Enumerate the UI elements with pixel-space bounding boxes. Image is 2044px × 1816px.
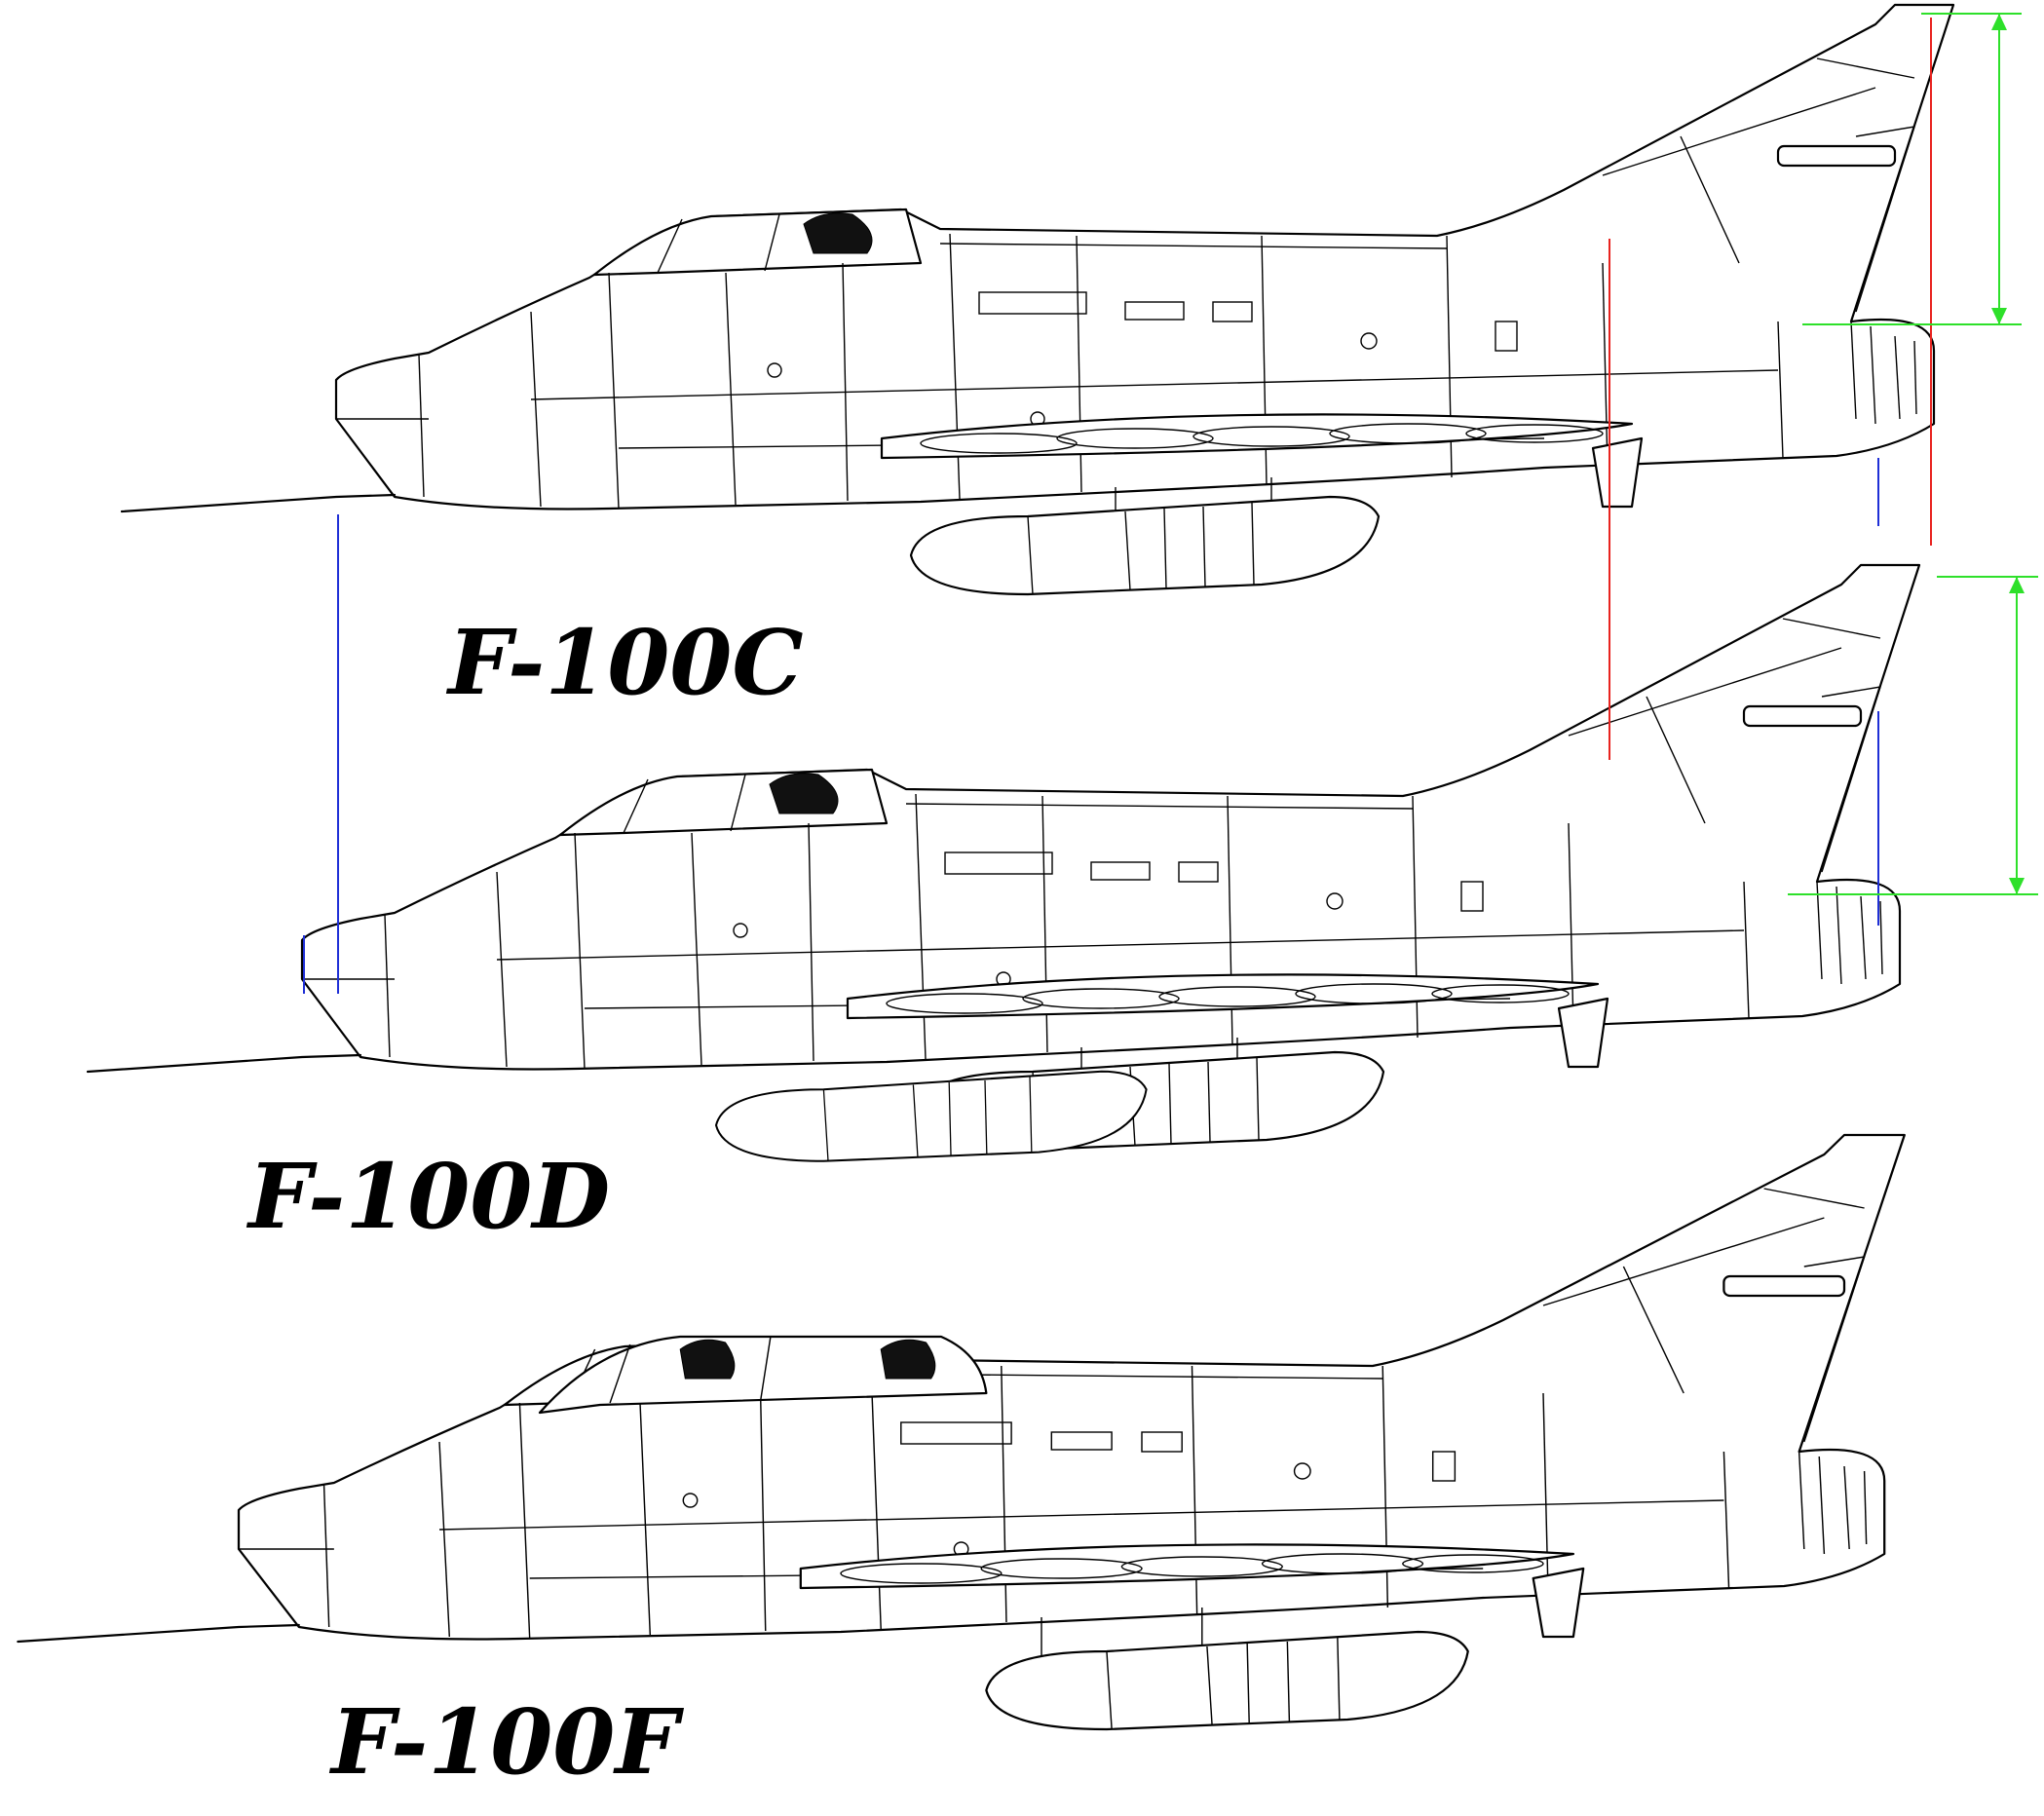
label-f100d: F-100D bbox=[246, 1144, 610, 1249]
aircraft-f100c bbox=[120, 3, 1955, 596]
label-f100c: F-100C bbox=[445, 610, 804, 715]
label-f100f: F-100F bbox=[328, 1689, 684, 1795]
aircraft-f100f bbox=[17, 1133, 1906, 1731]
aircraft-f100d bbox=[86, 563, 1921, 1162]
guide-lines bbox=[303, 13, 2038, 994]
